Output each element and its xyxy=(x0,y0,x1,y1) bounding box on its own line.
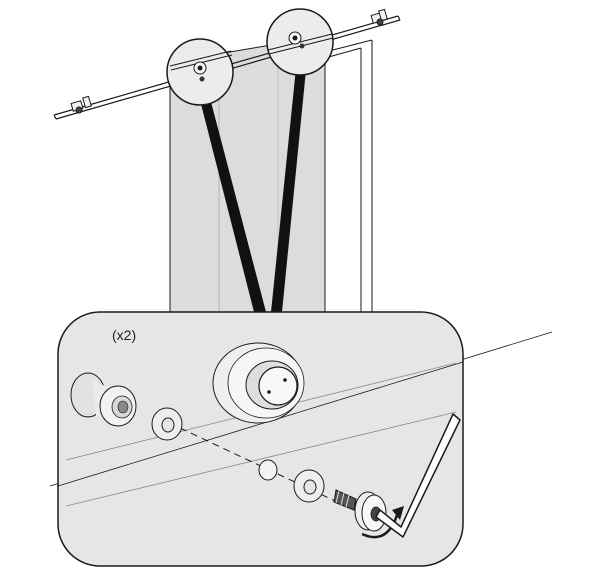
door-frame xyxy=(324,39,373,312)
door-stop-knob-icon xyxy=(70,372,137,427)
washer-icon xyxy=(151,407,183,441)
bolt-icon xyxy=(333,489,387,532)
rotate-arrow-icon xyxy=(361,506,404,539)
spacer-icon xyxy=(258,459,278,481)
zoom-circle-left xyxy=(166,38,234,106)
roller-wheel-icon xyxy=(212,342,305,424)
washer-icon-right xyxy=(293,469,325,503)
hex-key-icon xyxy=(375,413,461,538)
right-wall-bracket xyxy=(370,8,388,26)
quantity-label: (x2) xyxy=(112,327,137,343)
leader-lines xyxy=(200,68,306,312)
left-wall-bracket xyxy=(70,95,92,114)
zoom-circle-right xyxy=(266,8,334,76)
